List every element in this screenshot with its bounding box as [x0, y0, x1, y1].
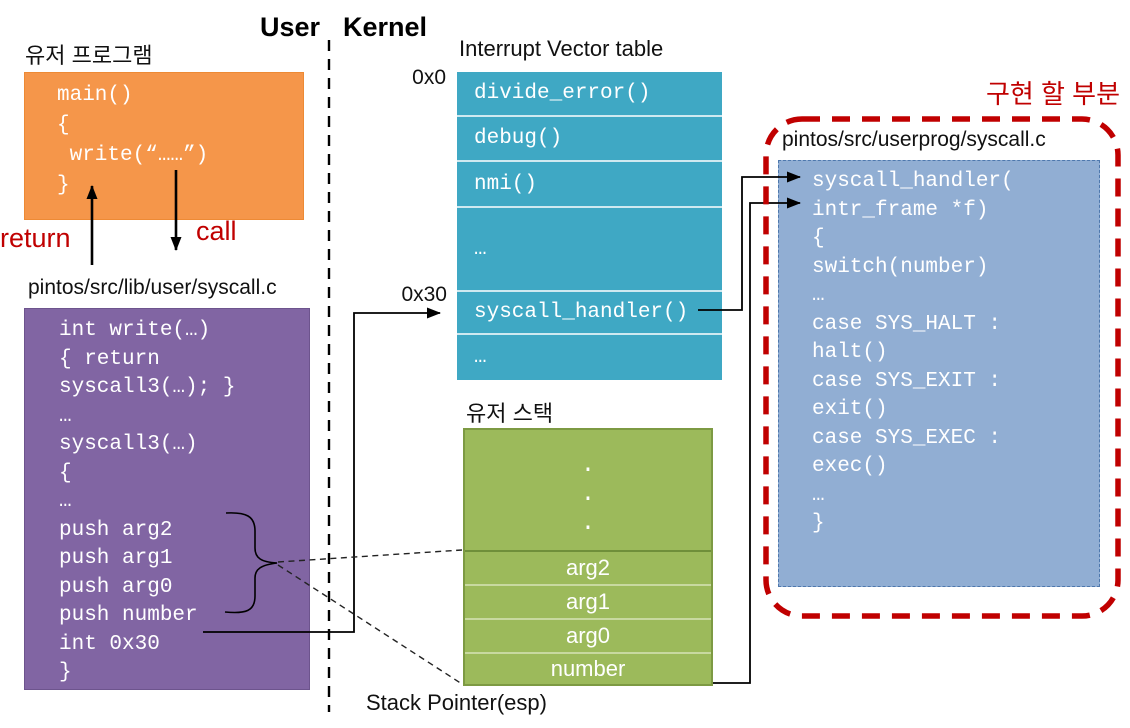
ivt-addr-0x30: 0x30 — [401, 283, 447, 306]
code-line: … — [812, 483, 825, 507]
code-line: int 0x30 — [59, 632, 160, 656]
code-line: { — [812, 227, 825, 250]
ivt-row: syscall_handler() — [457, 290, 722, 333]
ivt-row: … — [457, 206, 722, 290]
code-line: syscall3(…); } — [59, 376, 236, 399]
stack-cell: number — [465, 652, 711, 684]
stack-dots: . . . — [465, 430, 711, 550]
code-line: exit() — [812, 398, 888, 421]
code-line: push arg1 — [59, 547, 173, 570]
code-line: … — [59, 490, 72, 513]
ivt-row: divide_error() — [457, 72, 722, 115]
ivt-entry: … — [474, 237, 487, 261]
lib-syscall-title: pintos/src/lib/user/syscall.c — [28, 276, 277, 299]
code-line: … — [59, 404, 72, 428]
code-line: case SYS_EXIT : — [812, 369, 1002, 393]
kernel-syscall-title: pintos/src/userprog/syscall.c — [782, 128, 1046, 151]
code-line: { — [59, 461, 72, 485]
code-line: push number — [59, 604, 198, 627]
ivt-row: nmi() — [457, 160, 722, 206]
stack-divider — [465, 550, 711, 552]
user-program-box: main() { write(“……”) } — [24, 72, 304, 220]
stack-cell: arg2 — [565, 555, 611, 580]
return-label: return — [0, 223, 71, 253]
ivt-addr-0x0: 0x0 — [412, 66, 446, 89]
lib-syscall-box: int write(…) { return syscall3(…); } … s… — [24, 308, 310, 690]
kernel-side-label: Kernel — [343, 12, 428, 42]
stack-dot: . — [580, 452, 596, 479]
stack-pointer-label: Stack Pointer(esp) — [366, 690, 547, 715]
code-line: } — [57, 174, 70, 197]
stack-dot: . — [580, 510, 596, 537]
user-stack-title: 유저 스택 — [466, 401, 554, 426]
code-line: int write(…) — [59, 319, 211, 342]
code-line: syscall3(…) — [59, 433, 198, 456]
stack-cell: arg1 — [465, 584, 711, 618]
user-program-title: 유저 프로그램 — [25, 43, 153, 68]
code-line: write(“……”) — [57, 144, 209, 167]
code-line: syscall_handler( — [812, 170, 1014, 193]
ivt-entry: nmi() — [474, 172, 538, 196]
ivt-title: Interrupt Vector table — [459, 36, 664, 61]
code-line: halt() — [812, 341, 888, 364]
code-line: push arg0 — [59, 575, 173, 599]
ivt-row: debug() — [457, 115, 722, 160]
code-line: case SYS_EXEC : — [812, 426, 1002, 450]
code-line: … — [812, 284, 825, 307]
implementation-label: 구현 할 부분 — [985, 79, 1120, 109]
code-line: } — [812, 512, 825, 535]
interrupt-vector-table: divide_error() debug() nmi() … syscall_h… — [457, 72, 722, 380]
user-stack-box: . . . arg2 arg1 arg0 number — [463, 428, 713, 686]
code-line: push arg2 — [59, 518, 173, 542]
code-line: switch(number) — [812, 255, 989, 279]
code-line: case SYS_HALT : — [812, 312, 1002, 336]
stack-dot: . — [580, 481, 596, 508]
ivt-entry: syscall_handler() — [474, 301, 689, 324]
code-line: exec() — [812, 455, 888, 478]
call-label: call — [196, 216, 237, 246]
ivt-entry: … — [474, 346, 487, 369]
ivt-entry: divide_error() — [474, 82, 651, 105]
ivt-entry: debug() — [474, 127, 563, 150]
kernel-syscall-box: syscall_handler( intr_frame *f) { switch… — [778, 160, 1100, 587]
code-line: main() — [57, 84, 133, 107]
stack-cell: arg0 — [465, 618, 711, 652]
code-line: { return — [59, 347, 160, 371]
ivt-row: … — [457, 333, 722, 380]
code-line: { — [57, 114, 70, 137]
code-line: intr_frame *f) — [812, 198, 989, 222]
user-side-label: User — [259, 12, 320, 42]
code-line: } — [59, 661, 72, 684]
